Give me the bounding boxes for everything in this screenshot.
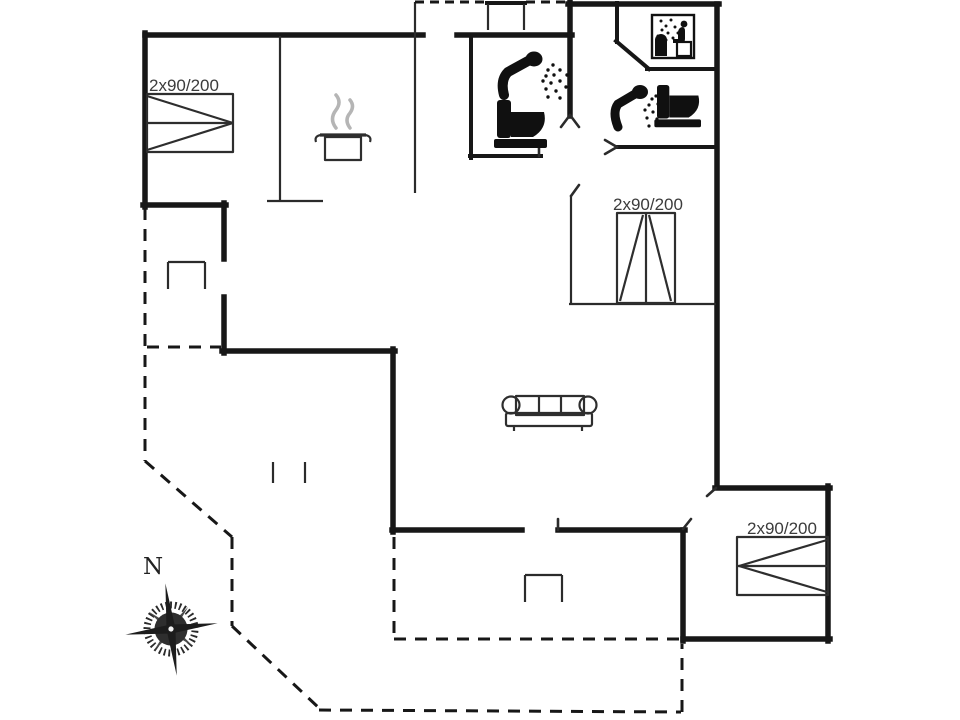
terrace-step-icon (485, 1, 527, 30)
partition-walls (267, 2, 716, 483)
outer-walls (140, 0, 833, 644)
sauna-icon (650, 13, 696, 60)
door-tick (568, 113, 581, 129)
door-tick (681, 517, 693, 531)
terrace-outline (143, 0, 684, 714)
door-tick (559, 113, 572, 129)
bed-size-label: 2x90/200 (747, 519, 817, 538)
double-bed-icon: 2x90/200 (735, 519, 830, 597)
steam-icon (330, 93, 341, 130)
door-tick (603, 145, 619, 156)
bed-size-label: 2x90/200 (613, 195, 683, 214)
compass-north-label: N (143, 554, 163, 580)
terrace-step-icon (166, 260, 207, 289)
door-tick (569, 183, 581, 198)
double-bed-icon: 2x90/200 (145, 76, 235, 154)
sofa-icon (501, 394, 598, 431)
shower-icon (610, 85, 666, 132)
steam-icon (345, 98, 355, 130)
compass-rose-icon: N (125, 554, 218, 676)
toilet-icon (654, 85, 701, 128)
terrace-step-icon (523, 573, 564, 602)
stove-pot-icon (314, 93, 372, 162)
door-tick (603, 138, 619, 149)
toilet-icon (494, 100, 547, 148)
double-bed-icon: 2x90/200 (613, 195, 683, 305)
inner-walls (468, 1, 718, 532)
shower-icon (497, 51, 569, 100)
bed-size-label: 2x90/200 (149, 76, 219, 95)
door-tick (705, 486, 718, 498)
